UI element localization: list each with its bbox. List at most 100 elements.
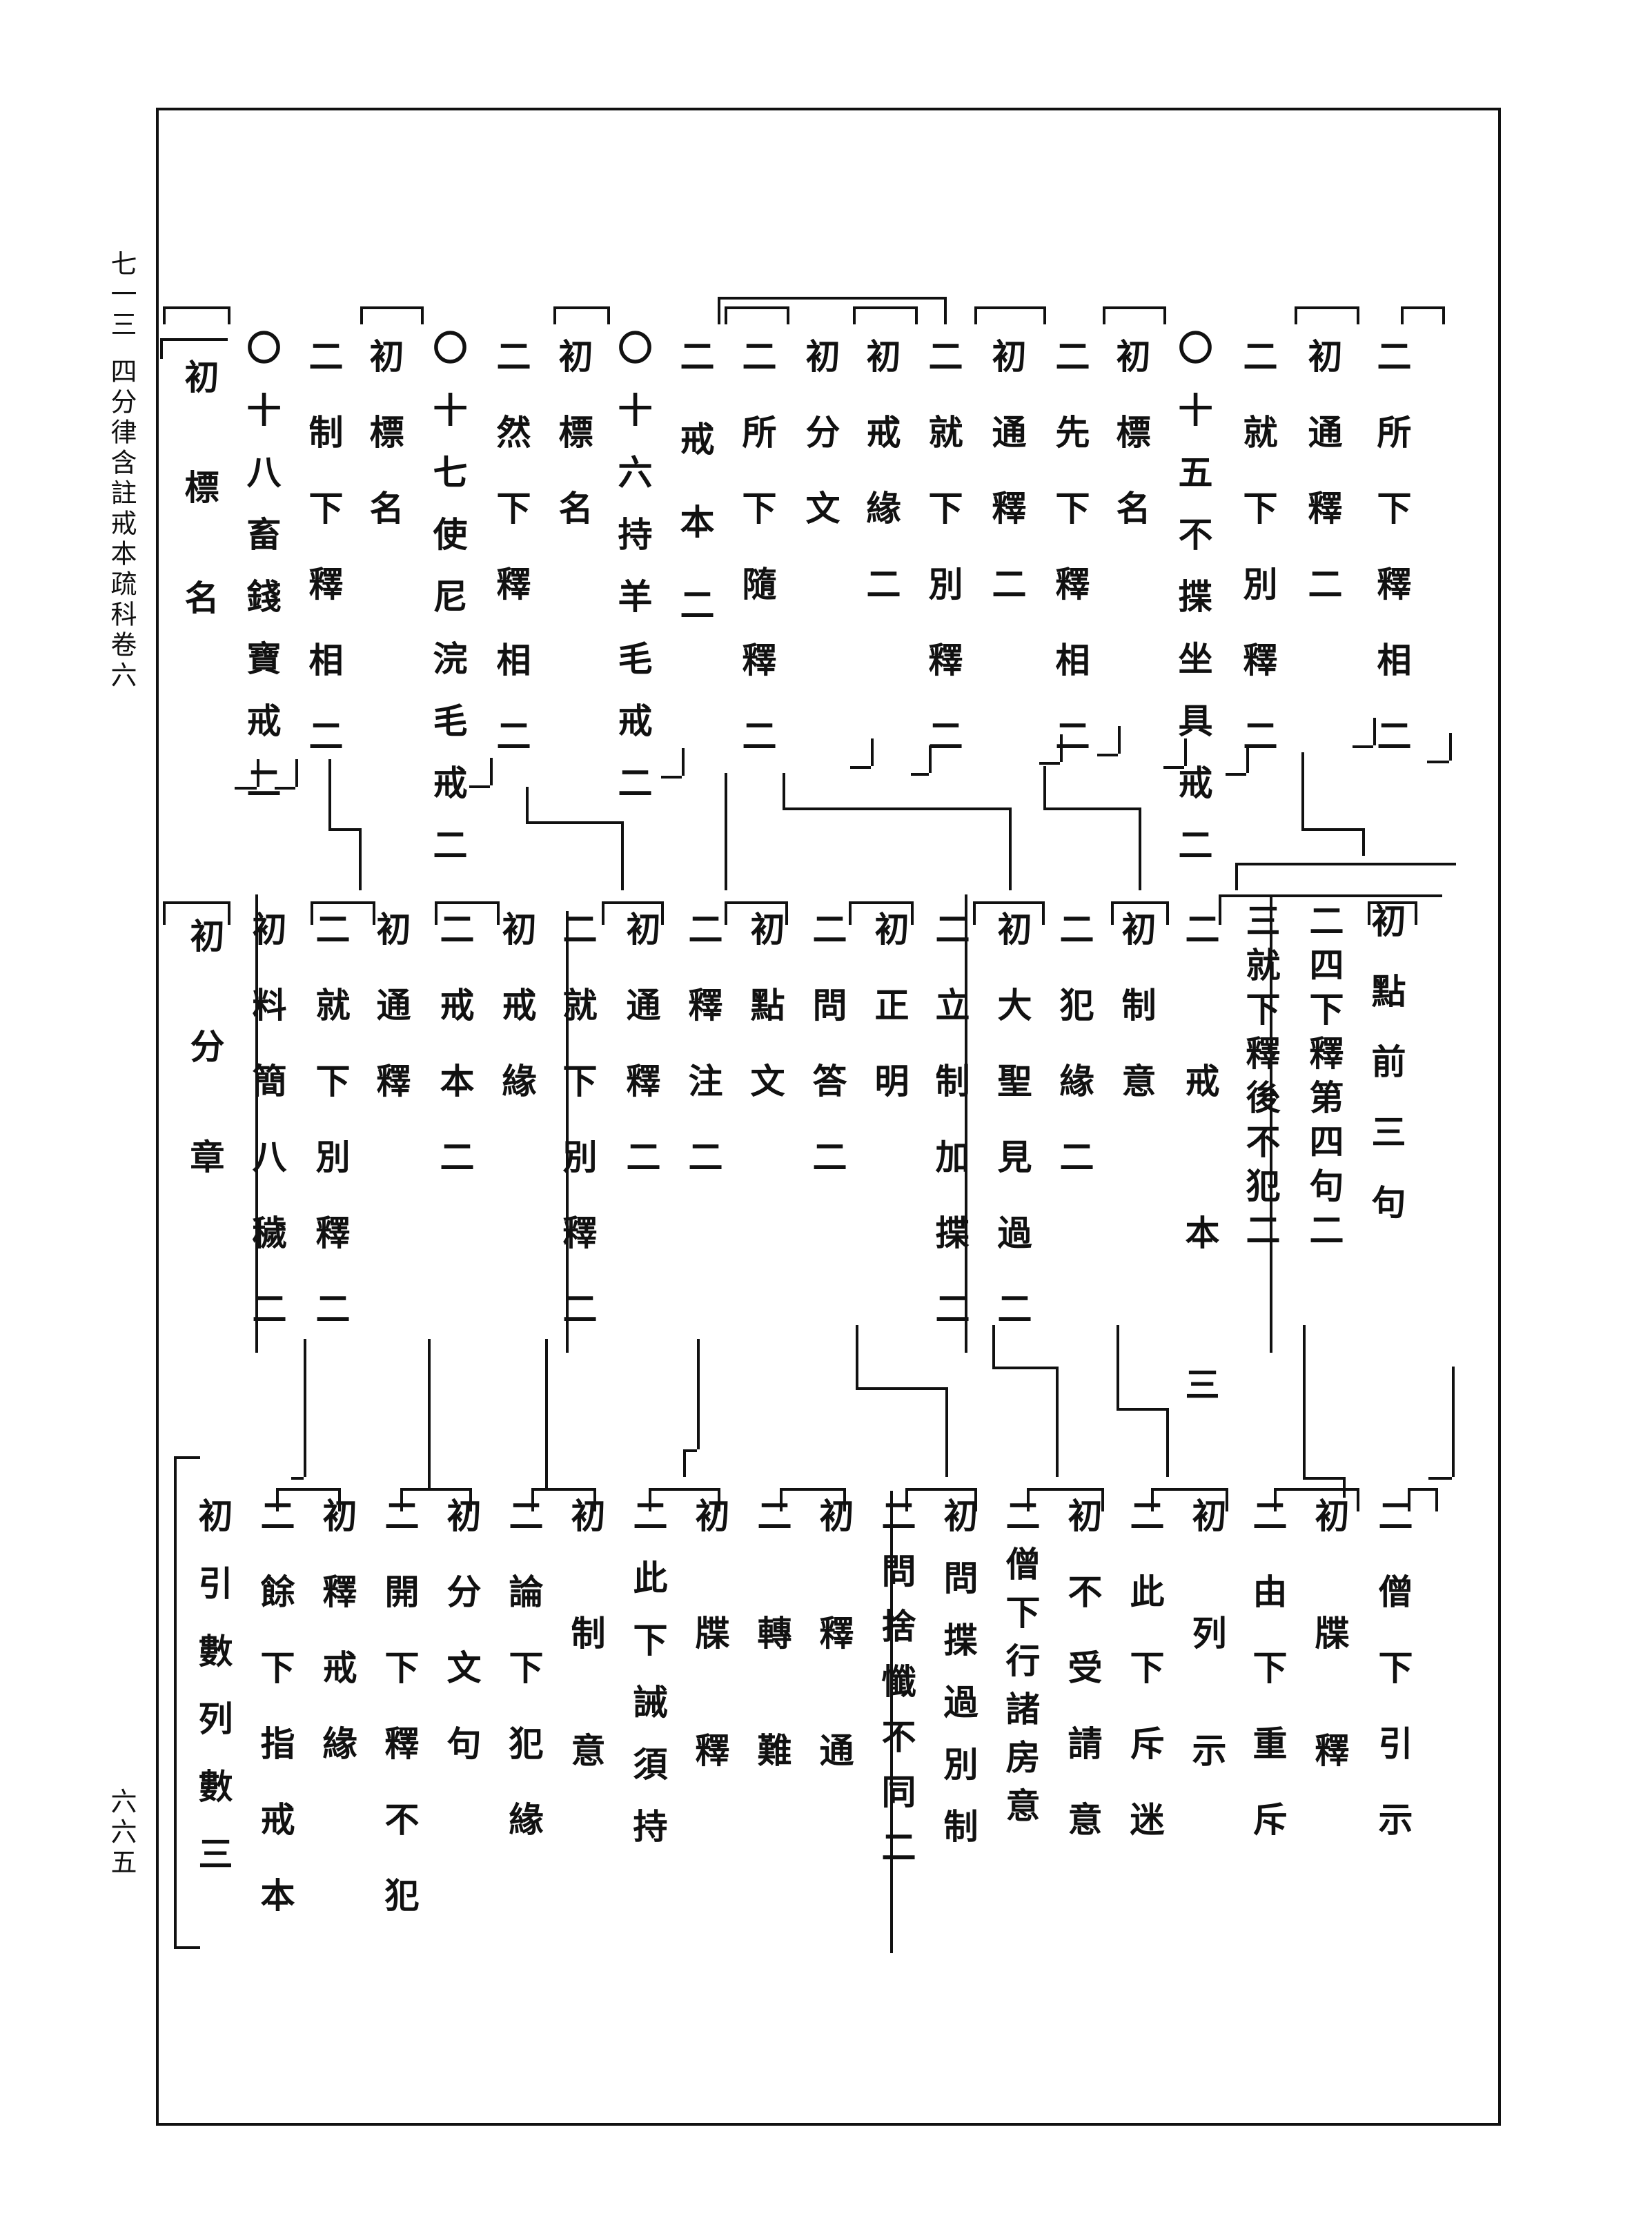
outline-entry: 二餘下指戒本	[255, 1498, 296, 1953]
bracket-line	[545, 1339, 548, 1491]
bracket-line	[1278, 894, 1442, 897]
outline-entry: 初標名	[364, 338, 405, 566]
outline-entry: 二就下別釋二	[1237, 338, 1279, 794]
bracket-line	[853, 306, 856, 324]
bracket-line	[257, 759, 259, 787]
bracket-line	[1151, 1488, 1154, 1511]
bracket-line	[780, 1488, 843, 1491]
bracket-line	[531, 1488, 593, 1491]
outline-entry: 二問捨懺不同二	[876, 1498, 917, 1884]
bracket-line	[871, 738, 874, 766]
bracket-line	[945, 1387, 948, 1477]
outline-entry: 〇十七使尼浣毛戒二	[427, 330, 469, 889]
page-frame	[156, 108, 1501, 2126]
bracket-line	[1435, 1488, 1438, 1511]
outline-entry: 初正明	[869, 911, 910, 1139]
bracket-line	[174, 1946, 200, 1949]
bracket-line	[1009, 807, 1012, 890]
bracket-line	[783, 807, 1009, 810]
bracket-line	[160, 338, 163, 359]
bracket-line	[783, 773, 785, 807]
outline-entry: 初釋戒緣	[317, 1498, 358, 1801]
bracket-line	[1235, 863, 1456, 865]
bracket-line	[228, 901, 230, 925]
bracket-line	[400, 1488, 469, 1491]
bracket-line	[718, 1488, 720, 1511]
bracket-line	[295, 759, 298, 787]
bracket-line	[602, 901, 604, 925]
bracket-line	[849, 901, 911, 904]
bracket-line	[1043, 306, 1046, 324]
bracket-line	[428, 1339, 431, 1491]
bracket-line	[1139, 807, 1141, 890]
bracket-line	[276, 1488, 279, 1511]
outline-entry: 二就下別釋二	[310, 911, 351, 1367]
bracket-line	[1101, 1488, 1104, 1511]
book-title: 四分律含註戒本疏科卷六	[106, 358, 137, 692]
outline-entry: 初戒緣	[496, 911, 538, 1139]
bracket-line	[1117, 1325, 1119, 1408]
bracket-line	[328, 759, 331, 828]
outline-entry: 初標名	[179, 359, 220, 690]
outline-entry: 二戒本三	[1179, 911, 1221, 1518]
bracket-line	[661, 776, 682, 779]
bracket-line	[373, 901, 375, 925]
bracket-line	[1373, 718, 1376, 745]
bracket-line	[1117, 1408, 1166, 1411]
outline-entry: 二此下斥迷	[1124, 1498, 1166, 1877]
outline-entry: 二問答二	[807, 911, 848, 1215]
bracket-line	[683, 1449, 686, 1477]
bracket-line	[915, 306, 918, 324]
outline-entry: 初通釋二	[986, 338, 1027, 642]
bracket-line	[1163, 766, 1184, 769]
bracket-line	[1401, 306, 1442, 309]
bracket-line	[1056, 1367, 1059, 1477]
bracket-line	[275, 787, 295, 790]
bracket-line	[526, 821, 621, 824]
outline-entry: 初通釋二	[1302, 338, 1344, 642]
bracket-line	[849, 901, 852, 925]
bracket-line	[360, 306, 421, 309]
bracket-line	[174, 1456, 200, 1459]
bracket-line	[1219, 894, 1297, 897]
bracket-line	[174, 1456, 177, 1946]
bracket-line	[311, 901, 373, 904]
outline-entry: 〇十五不揲坐具戒二	[1172, 330, 1214, 889]
bracket-line	[1226, 773, 1246, 776]
outline-entry: 二先下釋相二	[1050, 338, 1091, 794]
bracket-line	[1274, 1488, 1357, 1491]
outline-entry: 二此下誡須持	[627, 1498, 669, 1870]
bracket-line	[1415, 901, 1417, 925]
bracket-line	[973, 901, 1042, 904]
outline-entry: 初分章	[184, 918, 226, 1249]
bracket-line	[1166, 1408, 1169, 1477]
bracket-line	[1163, 306, 1166, 324]
bracket-line	[1184, 738, 1187, 766]
bracket-line	[593, 1488, 596, 1511]
outline-entry: 初釋通	[814, 1498, 855, 1850]
outline-entry: 二釋注二	[682, 911, 724, 1215]
outline-entry: 初標名	[1110, 338, 1152, 566]
bracket-line	[360, 306, 363, 324]
bracket-line	[1027, 1488, 1101, 1491]
outline-entry: 二僧下引示	[1373, 1498, 1414, 1877]
bracket-line	[276, 1488, 338, 1491]
bracket-line	[490, 758, 493, 785]
bracket-line	[725, 901, 785, 904]
outline-entry: 二開下釋不犯	[379, 1498, 420, 1953]
bracket-line	[497, 901, 500, 925]
outline-entry: 初通釋二	[620, 911, 662, 1215]
bracket-line	[1301, 752, 1304, 828]
bracket-line	[1027, 1488, 1030, 1511]
bracket-line	[469, 1488, 472, 1511]
outline-entry: 初牒釋	[689, 1498, 731, 1850]
bracket-line	[553, 306, 556, 324]
bracket-line	[649, 1488, 718, 1491]
bracket-line	[1246, 745, 1249, 773]
bracket-line	[1303, 1325, 1306, 1477]
bracket-line	[843, 1488, 846, 1511]
bracket-line	[1219, 894, 1221, 925]
bracket-line	[1274, 1488, 1277, 1511]
bracket-line	[1111, 901, 1166, 904]
bracket-line	[1060, 734, 1063, 762]
